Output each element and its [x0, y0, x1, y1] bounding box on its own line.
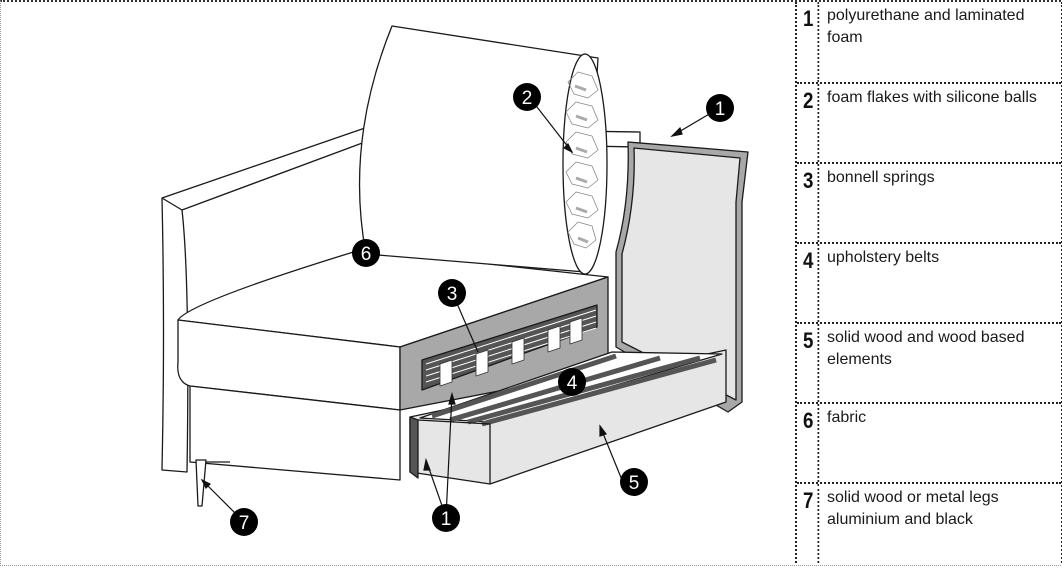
- svg-text:4: 4: [567, 373, 578, 394]
- callout-5: 5: [620, 468, 648, 496]
- callout-7: 7: [230, 508, 258, 536]
- legend-text: bonnell springs: [827, 169, 935, 186]
- legend-text: foam flakes with silicone balls: [827, 89, 1037, 106]
- legend-text: solid wood or metal legs aluminium and b…: [827, 489, 999, 528]
- svg-text:6: 6: [361, 244, 372, 265]
- legend-row: 5 solid wood and wood based elements: [797, 324, 1061, 404]
- svg-text:3: 3: [447, 284, 458, 305]
- legend-number: 1: [799, 2, 820, 82]
- svg-text:2: 2: [522, 88, 533, 109]
- callout-4: 4: [558, 368, 586, 396]
- armrest: [161, 127, 366, 473]
- legend-number: 7: [799, 484, 820, 563]
- callout-markers: 2 1 6 3 4 5 1 7: [230, 83, 734, 536]
- legend-row: 6 fabric: [797, 404, 1061, 484]
- legend-row: 2 foam flakes with silicone balls: [797, 84, 1061, 164]
- legend-text: upholstery belts: [827, 249, 940, 266]
- legend-number: 4: [799, 244, 820, 322]
- legend-number: 5: [799, 324, 820, 402]
- svg-text:1: 1: [715, 99, 726, 120]
- callout-3: 3: [438, 279, 466, 307]
- legend-number: 2: [799, 84, 820, 162]
- legend-row: 4 upholstery belts: [797, 244, 1061, 324]
- callout-1-bottom: 1: [432, 504, 460, 532]
- bolster-cushion: [358, 25, 599, 273]
- svg-text:7: 7: [239, 513, 250, 534]
- legend-table: 1 polyurethane and laminated foam 2 foam…: [795, 2, 1062, 563]
- sofa-illustration: 2 1 6 3 4 5 1 7: [0, 2, 795, 563]
- legend-text: fabric: [827, 409, 867, 426]
- legend-number: 3: [799, 164, 820, 242]
- legend-number: 6: [799, 404, 820, 482]
- sofa-leg: [195, 459, 207, 507]
- legend-text: polyurethane and laminated foam: [827, 7, 1025, 46]
- svg-text:1: 1: [441, 509, 452, 530]
- callout-2: 2: [513, 83, 541, 111]
- svg-text:5: 5: [629, 473, 640, 494]
- legend-row: 3 bonnell springs: [797, 164, 1061, 244]
- legend-text: solid wood and wood based elements: [827, 329, 1025, 368]
- callout-6: 6: [352, 239, 380, 267]
- legend-row: 7 solid wood or metal legs aluminium and…: [797, 484, 1061, 563]
- legend-row: 1 polyurethane and laminated foam: [797, 2, 1061, 84]
- callout-1-top: 1: [706, 94, 734, 122]
